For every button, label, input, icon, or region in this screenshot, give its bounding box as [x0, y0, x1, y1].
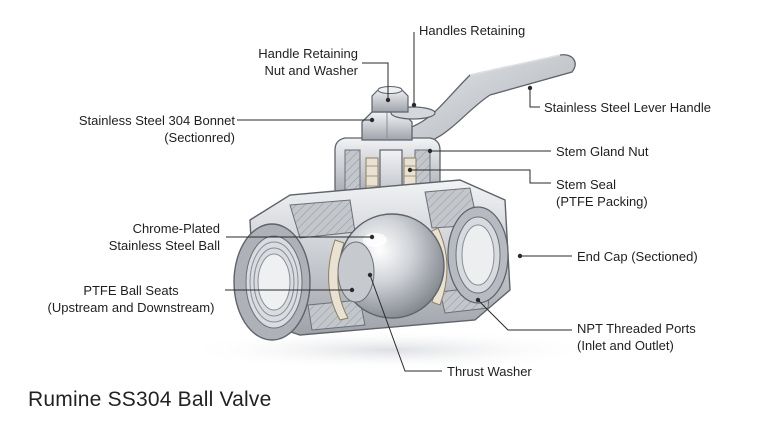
label-stem-seal: Stem Seal (PTFE Packing): [556, 177, 648, 209]
inlet-port: [233, 223, 311, 341]
label-end-cap: End Cap (Sectioned): [577, 249, 698, 264]
ball: [337, 213, 445, 319]
label-npt-ports: NPT Threaded Ports (Inlet and Outlet): [577, 321, 696, 353]
leader-lines: [225, 32, 572, 372]
label-ball: Chrome-Plated Stainless Steel Ball: [108, 221, 220, 253]
ground-shadow: [180, 330, 600, 370]
label-ball-seats: PTFE Ball Seats (Upstream and Downstream…: [47, 283, 215, 315]
label-handles-retaining: Handles Retaining: [419, 23, 526, 38]
leader-dots: [349, 85, 533, 303]
label-handle-retaining-nut: Handle Retaining Nut and Washer: [258, 46, 358, 78]
label-bonnet: Stainless Steel 304 Bonnet (Sectionred): [78, 113, 235, 145]
diagram-title: Rumine SS304 Ball Valve: [28, 388, 272, 411]
label-lever-handle: Stainless Steel Lever Handle: [544, 100, 711, 115]
outlet-port: [447, 206, 509, 304]
label-thrust-washer: Thrust Washer: [447, 364, 532, 379]
label-stem-gland-nut: Stem Gland Nut: [556, 144, 649, 159]
